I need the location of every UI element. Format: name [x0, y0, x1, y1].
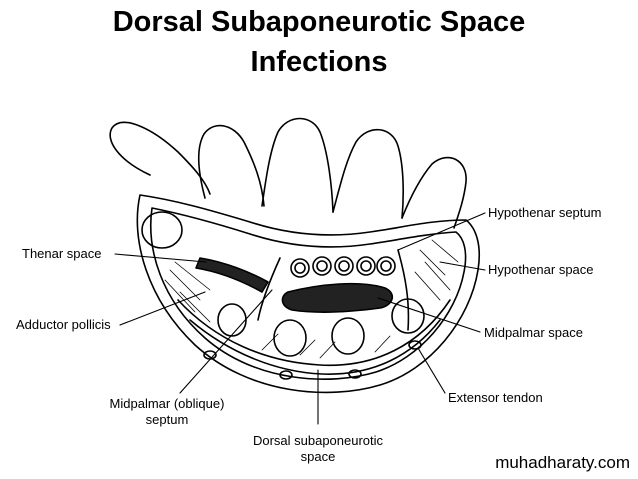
outer-skin-outline	[136, 194, 481, 394]
midpalmar-space-region	[281, 282, 394, 313]
flexor-tendons	[290, 256, 396, 278]
label-dorsal-subaponeurotic-space: Dorsal subaponeurotic space	[252, 433, 384, 464]
title-line-1: Dorsal Subaponeurotic Space	[112, 6, 526, 38]
label-extensor-tendon: Extensor tendon	[448, 390, 543, 405]
little-finger-outline	[401, 156, 467, 229]
dorsal-fascia-line	[177, 299, 451, 367]
inner-skin-outline	[150, 207, 467, 380]
label-midpalmar-septum: Midpalmar (oblique) septum	[109, 396, 225, 427]
label-adductor-pollicis: Adductor pollicis	[16, 317, 111, 332]
label-hypothenar-septum: Hypothenar septum	[488, 205, 602, 220]
middle-finger-outline	[261, 117, 334, 213]
midpalmar-septum-line	[257, 257, 281, 321]
ring-finger-outline	[332, 128, 404, 219]
index-finger-outline	[198, 124, 265, 207]
hypothenar-septum-line	[397, 249, 410, 331]
label-hypothenar-space: Hypothenar space	[488, 262, 594, 277]
label-thenar-space: Thenar space	[22, 246, 102, 261]
muscle-hatching	[164, 239, 459, 359]
title-line-2: Infections	[250, 46, 388, 78]
label-midpalmar-space: Midpalmar space	[484, 325, 583, 340]
slide-title: Dorsal Subaponeurotic Space Infections	[0, 2, 638, 82]
dorsal-aponeurosis-line	[189, 319, 441, 375]
thumb-outline	[109, 121, 211, 195]
watermark: muhadharaty.com	[495, 453, 630, 472]
thenar-space-region	[195, 257, 269, 293]
leader-lines	[114, 212, 486, 425]
